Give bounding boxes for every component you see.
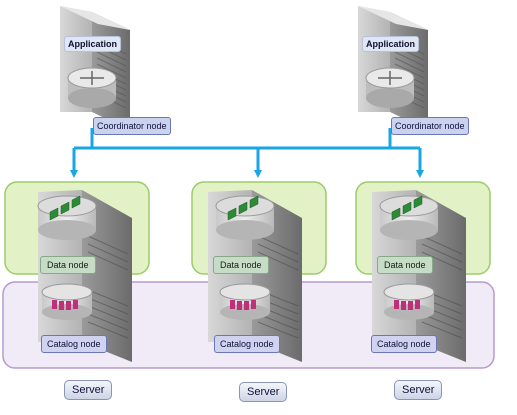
database-disk-icon — [215, 195, 275, 240]
database-disk-icon — [37, 195, 97, 240]
application-label-1: Application — [64, 36, 121, 52]
router-icon — [365, 67, 415, 108]
database-disk-icon — [219, 283, 271, 320]
database-disk-icon — [379, 195, 439, 240]
data-node-label-2: Data node — [213, 256, 269, 274]
router-icon — [67, 67, 117, 108]
server-label-3: Server — [394, 380, 443, 400]
application-label-2: Application — [362, 36, 419, 52]
database-disk-icon — [41, 283, 93, 320]
server-tower-3 — [372, 190, 466, 362]
data-node-label-3: Data node — [377, 256, 433, 274]
coordinator-node-label-1: Coordinator node — [93, 117, 171, 135]
server-label-1: Server — [64, 380, 113, 400]
database-disk-icon — [383, 283, 435, 320]
coordinator-node-label-2: Coordinator node — [391, 117, 469, 135]
catalog-node-label-1: Catalog node — [41, 335, 107, 353]
server-tower-2 — [208, 190, 302, 362]
catalog-node-label-3: Catalog node — [371, 335, 437, 353]
server-label-2: Server — [239, 382, 288, 402]
application-server-1 — [60, 6, 130, 130]
application-server-2 — [358, 6, 428, 130]
catalog-node-label-2: Catalog node — [214, 335, 280, 353]
server-tower-1 — [37, 190, 132, 362]
connector-lines — [70, 128, 424, 178]
data-node-label-1: Data node — [40, 256, 96, 274]
